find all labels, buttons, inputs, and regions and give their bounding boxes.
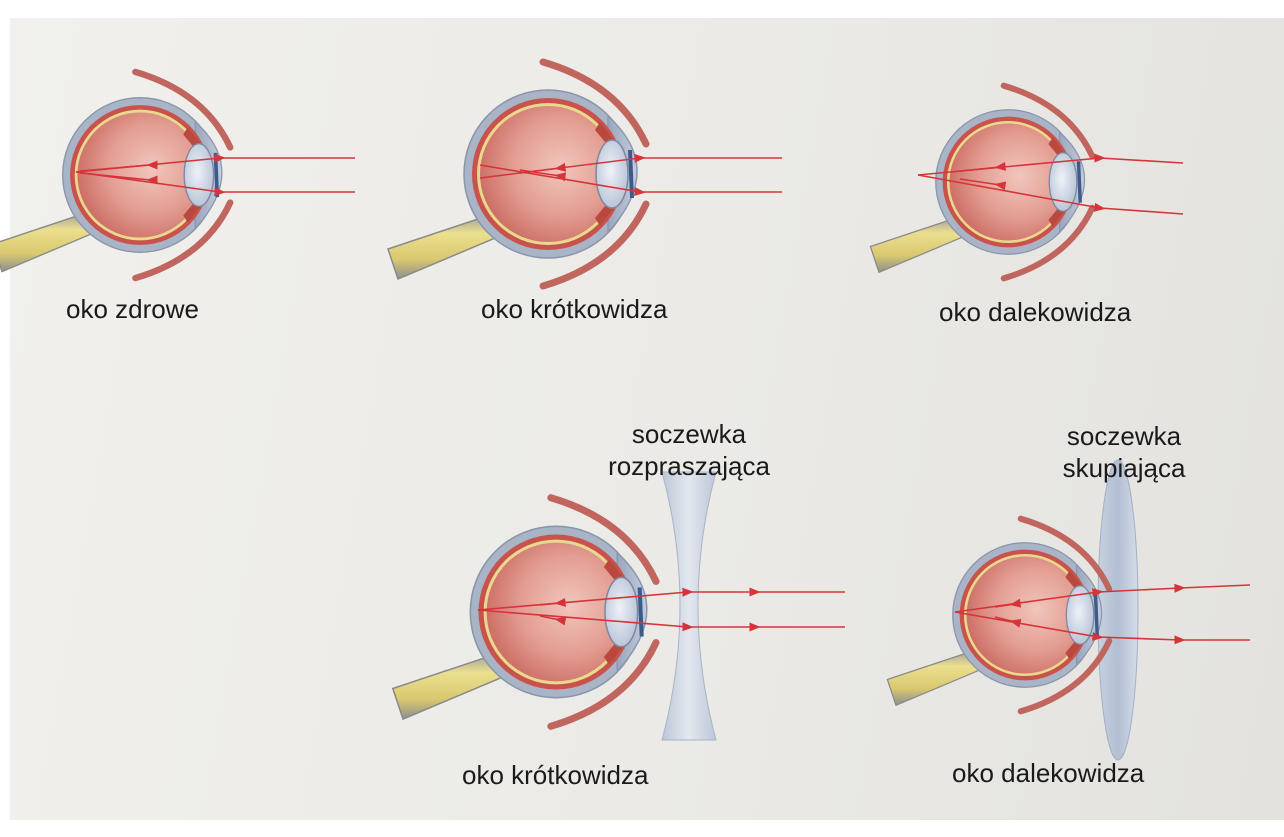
label-converging-lens: soczewka skupiająca (1034, 420, 1214, 484)
corrected-myopic-eye (393, 498, 656, 726)
label-hyperopic-eye-bottom: oko dalekowidza (952, 758, 1144, 788)
label-myopic-eye-top: oko krótkowidza (481, 294, 667, 324)
label-hyperopic-eye-top: oko dalekowidza (939, 297, 1131, 327)
corrected-hyperopic-eye (887, 519, 1109, 712)
converging-lens (1098, 460, 1138, 760)
diverging-lens-line1: soczewka (598, 418, 780, 450)
converging-lens-line2: skupiająca (1034, 452, 1214, 484)
converging-lens-line1: soczewka (1034, 420, 1214, 452)
diverging-lens (662, 472, 716, 740)
label-diverging-lens: soczewka rozpraszająca (598, 418, 780, 482)
label-healthy-eye: oko zdrowe (66, 294, 199, 324)
label-myopic-eye-bottom: oko krótkowidza (462, 760, 648, 790)
diverging-lens-line2: rozpraszająca (598, 450, 780, 482)
healthy-eye (0, 72, 230, 278)
